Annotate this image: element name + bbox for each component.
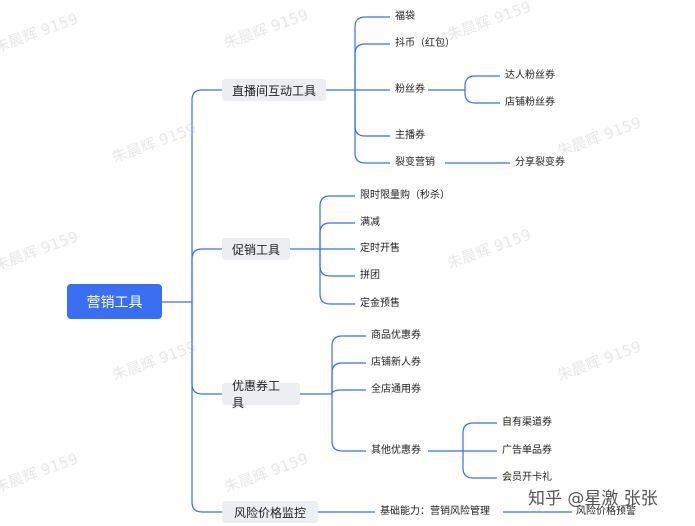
connector [354, 16, 390, 90]
connector [331, 362, 366, 394]
node-flash-sale[interactable]: 限时限量购（秒杀） [360, 190, 450, 201]
connector [462, 451, 497, 479]
root-node[interactable]: 营销工具 [67, 284, 162, 319]
connector [354, 43, 390, 90]
platform-credit: 知乎 @星激 张张 [528, 489, 658, 509]
node-full-reduction[interactable]: 满减 [360, 217, 380, 228]
node-anchor-coupon[interactable]: 主播券 [395, 130, 425, 141]
node-store-wide-coupon[interactable]: 全店通用券 [371, 384, 421, 395]
node-other-coupon[interactable]: 其他优惠券 [371, 445, 421, 456]
node-risk-price-alert[interactable]: 风险价格预警 [576, 506, 636, 517]
node-fan-coupon[interactable]: 粉丝券 [395, 84, 425, 95]
branch-live-interaction[interactable]: 直播间互动工具 [222, 79, 326, 101]
node-lucky-bag[interactable]: 福袋 [395, 11, 415, 22]
connector [191, 302, 222, 513]
node-creator-fan-coupon[interactable]: 达人粉丝券 [505, 70, 555, 81]
connector [191, 248, 222, 302]
node-store-fan-coupon[interactable]: 店铺粉丝券 [505, 97, 555, 108]
node-membership-gift[interactable]: 会员开卡礼 [502, 472, 552, 483]
connector [331, 335, 366, 394]
connector [354, 90, 390, 137]
connector [319, 195, 355, 249]
connector [319, 222, 355, 249]
connector [319, 249, 355, 305]
connector [464, 90, 500, 104]
connector [354, 90, 390, 164]
branch-risk-price[interactable]: 风险价格监控 [222, 501, 318, 523]
node-deposit-presale[interactable]: 定金预售 [360, 298, 400, 309]
node-douyin-coin[interactable]: 抖币（红包） [395, 38, 455, 49]
node-fission-marketing[interactable]: 裂变营销 [395, 157, 435, 168]
node-new-customer-coupon[interactable]: 店铺新人券 [371, 357, 421, 368]
connector [331, 394, 366, 452]
node-product-coupon[interactable]: 商品优惠券 [371, 330, 421, 341]
connector [319, 249, 355, 277]
branch-promotion[interactable]: 促销工具 [222, 238, 290, 260]
connector [331, 389, 366, 395]
node-timed-sale[interactable]: 定时开售 [360, 243, 400, 254]
connector [464, 75, 500, 90]
node-group-buy[interactable]: 拼团 [360, 270, 380, 281]
branch-coupon[interactable]: 优惠券工具 [222, 379, 300, 410]
connector [191, 89, 222, 302]
node-share-fission-coupon[interactable]: 分享裂变券 [515, 157, 565, 168]
node-ad-product-coupon[interactable]: 广告单品券 [502, 445, 552, 456]
connector [462, 422, 497, 451]
node-own-channel-coupon[interactable]: 自有渠道券 [502, 417, 552, 428]
node-risk-management[interactable]: 基础能力：营销风险管理 [380, 506, 490, 517]
